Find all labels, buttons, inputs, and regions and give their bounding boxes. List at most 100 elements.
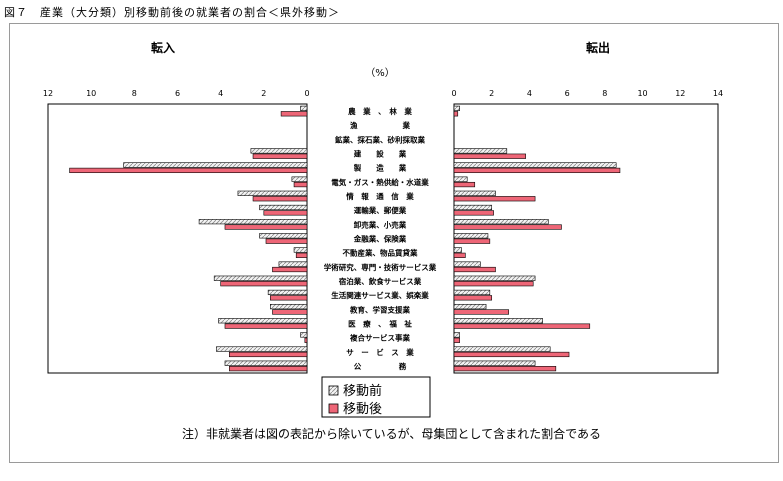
legend-box (321, 376, 431, 418)
bar-after-out (453, 167, 621, 174)
bar-after-in (224, 224, 308, 230)
bar-before-out (453, 261, 481, 267)
bar-before-in (216, 346, 308, 352)
bar-before-out (453, 318, 543, 324)
panel-title-right: 転出 (586, 40, 610, 55)
bar-before-out (453, 346, 551, 352)
category-label: 宿泊業、飲食サービス業 (339, 276, 422, 286)
panel-title-left: 転入 (151, 40, 175, 55)
bar-after-in (224, 323, 308, 329)
category-label: 卸売業、小売業 (354, 219, 407, 229)
bar-after-out (453, 238, 491, 244)
bar-after-in (252, 196, 308, 202)
bar-after-in (220, 281, 308, 287)
category-label: 情 報 通 信 業 (345, 191, 414, 201)
bar-after-out (453, 111, 459, 117)
bar-after-out (453, 323, 591, 329)
bar-after-in (272, 266, 308, 273)
bar-before-in (218, 318, 308, 324)
bar-after-in (304, 337, 308, 343)
bar-after-out (453, 337, 460, 343)
bar-after-in (252, 153, 308, 159)
bar-after-out (453, 181, 476, 188)
plot-area-right (453, 103, 719, 374)
bar-before-in (213, 275, 308, 281)
tick-label-left: 12 (43, 89, 53, 98)
bar-after-in (265, 238, 308, 244)
category-label: 運輸業、郵便業 (354, 205, 407, 215)
category-label: サ ー ビ ス 業 (346, 347, 414, 357)
category-label: 建 設 業 (353, 149, 407, 159)
tick-label-left: 0 (304, 89, 309, 98)
bar-after-out (453, 153, 526, 159)
tick-label-right: 4 (527, 89, 532, 98)
bar-after-out (453, 266, 496, 273)
category-label: 農 業 、 林 業 (348, 106, 412, 116)
bar-before-in (259, 204, 308, 211)
legend-swatch-before (328, 385, 339, 396)
bar-after-in (270, 295, 308, 301)
plot-area-left (47, 103, 308, 374)
tick-label-right: 14 (713, 89, 723, 98)
category-label: 不動産業、物品賃貸業 (343, 248, 418, 258)
bar-before-in (267, 289, 308, 296)
bar-after-in (280, 111, 308, 117)
legend-swatch-after (328, 403, 339, 414)
tick-label-right: 10 (637, 89, 647, 98)
category-label-band (308, 105, 453, 372)
tick-label-right: 2 (489, 89, 494, 98)
category-label: 電気・ガス・熱供給・水道業 (331, 177, 429, 187)
tick-label-right: 8 (602, 89, 607, 98)
bar-after-out (453, 210, 494, 216)
tick-label-left: 2 (261, 89, 266, 98)
category-label: 製 造 業 (353, 163, 407, 173)
category-label: 医 療 、 福 祉 (348, 318, 412, 328)
bar-after-out (453, 366, 557, 372)
bar-before-in (224, 360, 308, 366)
bar-after-out (453, 309, 509, 315)
bar-before-in (300, 332, 308, 338)
bar-before-out (453, 303, 487, 310)
bar-before-in (300, 105, 308, 111)
category-label: 漁 業 (350, 120, 410, 130)
bar-before-out (453, 233, 489, 239)
bar-before-out (453, 332, 460, 338)
bar-after-in (295, 252, 308, 258)
bar-before-in (270, 303, 308, 310)
category-label: 複合サービス事業 (349, 333, 410, 343)
bar-after-in (263, 210, 308, 216)
category-label: 鉱業、採石業、砂利採取業 (335, 134, 425, 144)
tick-label-right: 12 (675, 89, 685, 98)
category-label: 金融業、保険業 (353, 234, 407, 244)
category-label: 公 務 (354, 361, 407, 371)
bar-before-out (453, 148, 508, 154)
bar-before-out (453, 162, 617, 168)
category-label: 教育、学習支援業 (349, 304, 410, 314)
bar-before-in (291, 176, 308, 182)
bar-before-in (123, 162, 308, 168)
bar-before-out (453, 204, 493, 211)
chart-note: 注）非就業者は図の表記から除いているが、母集団として含まれた割合である (182, 427, 601, 441)
tick-label-left: 6 (175, 89, 180, 98)
bar-before-in (293, 247, 308, 253)
bar-before-out (453, 105, 460, 111)
tick-label-right: 6 (565, 89, 570, 98)
bar-before-in (237, 190, 308, 196)
bar-after-out (453, 252, 466, 258)
category-label: 学術研究、専門・技術サービス業 (324, 262, 437, 272)
bar-before-in (198, 219, 308, 225)
chart-frame (9, 23, 779, 463)
legend-label-after: 移動後 (343, 402, 382, 417)
tick-label-left: 10 (86, 89, 96, 98)
bar-after-out (453, 351, 570, 358)
bar-after-out (453, 295, 493, 301)
bar-after-out (453, 224, 562, 230)
bar-before-in (278, 261, 308, 267)
bar-before-out (453, 275, 536, 281)
bar-after-out (453, 196, 536, 202)
bar-after-in (229, 351, 308, 358)
bar-before-out (453, 247, 462, 253)
tick-label-left: 4 (218, 89, 223, 98)
bar-before-in (250, 148, 308, 154)
